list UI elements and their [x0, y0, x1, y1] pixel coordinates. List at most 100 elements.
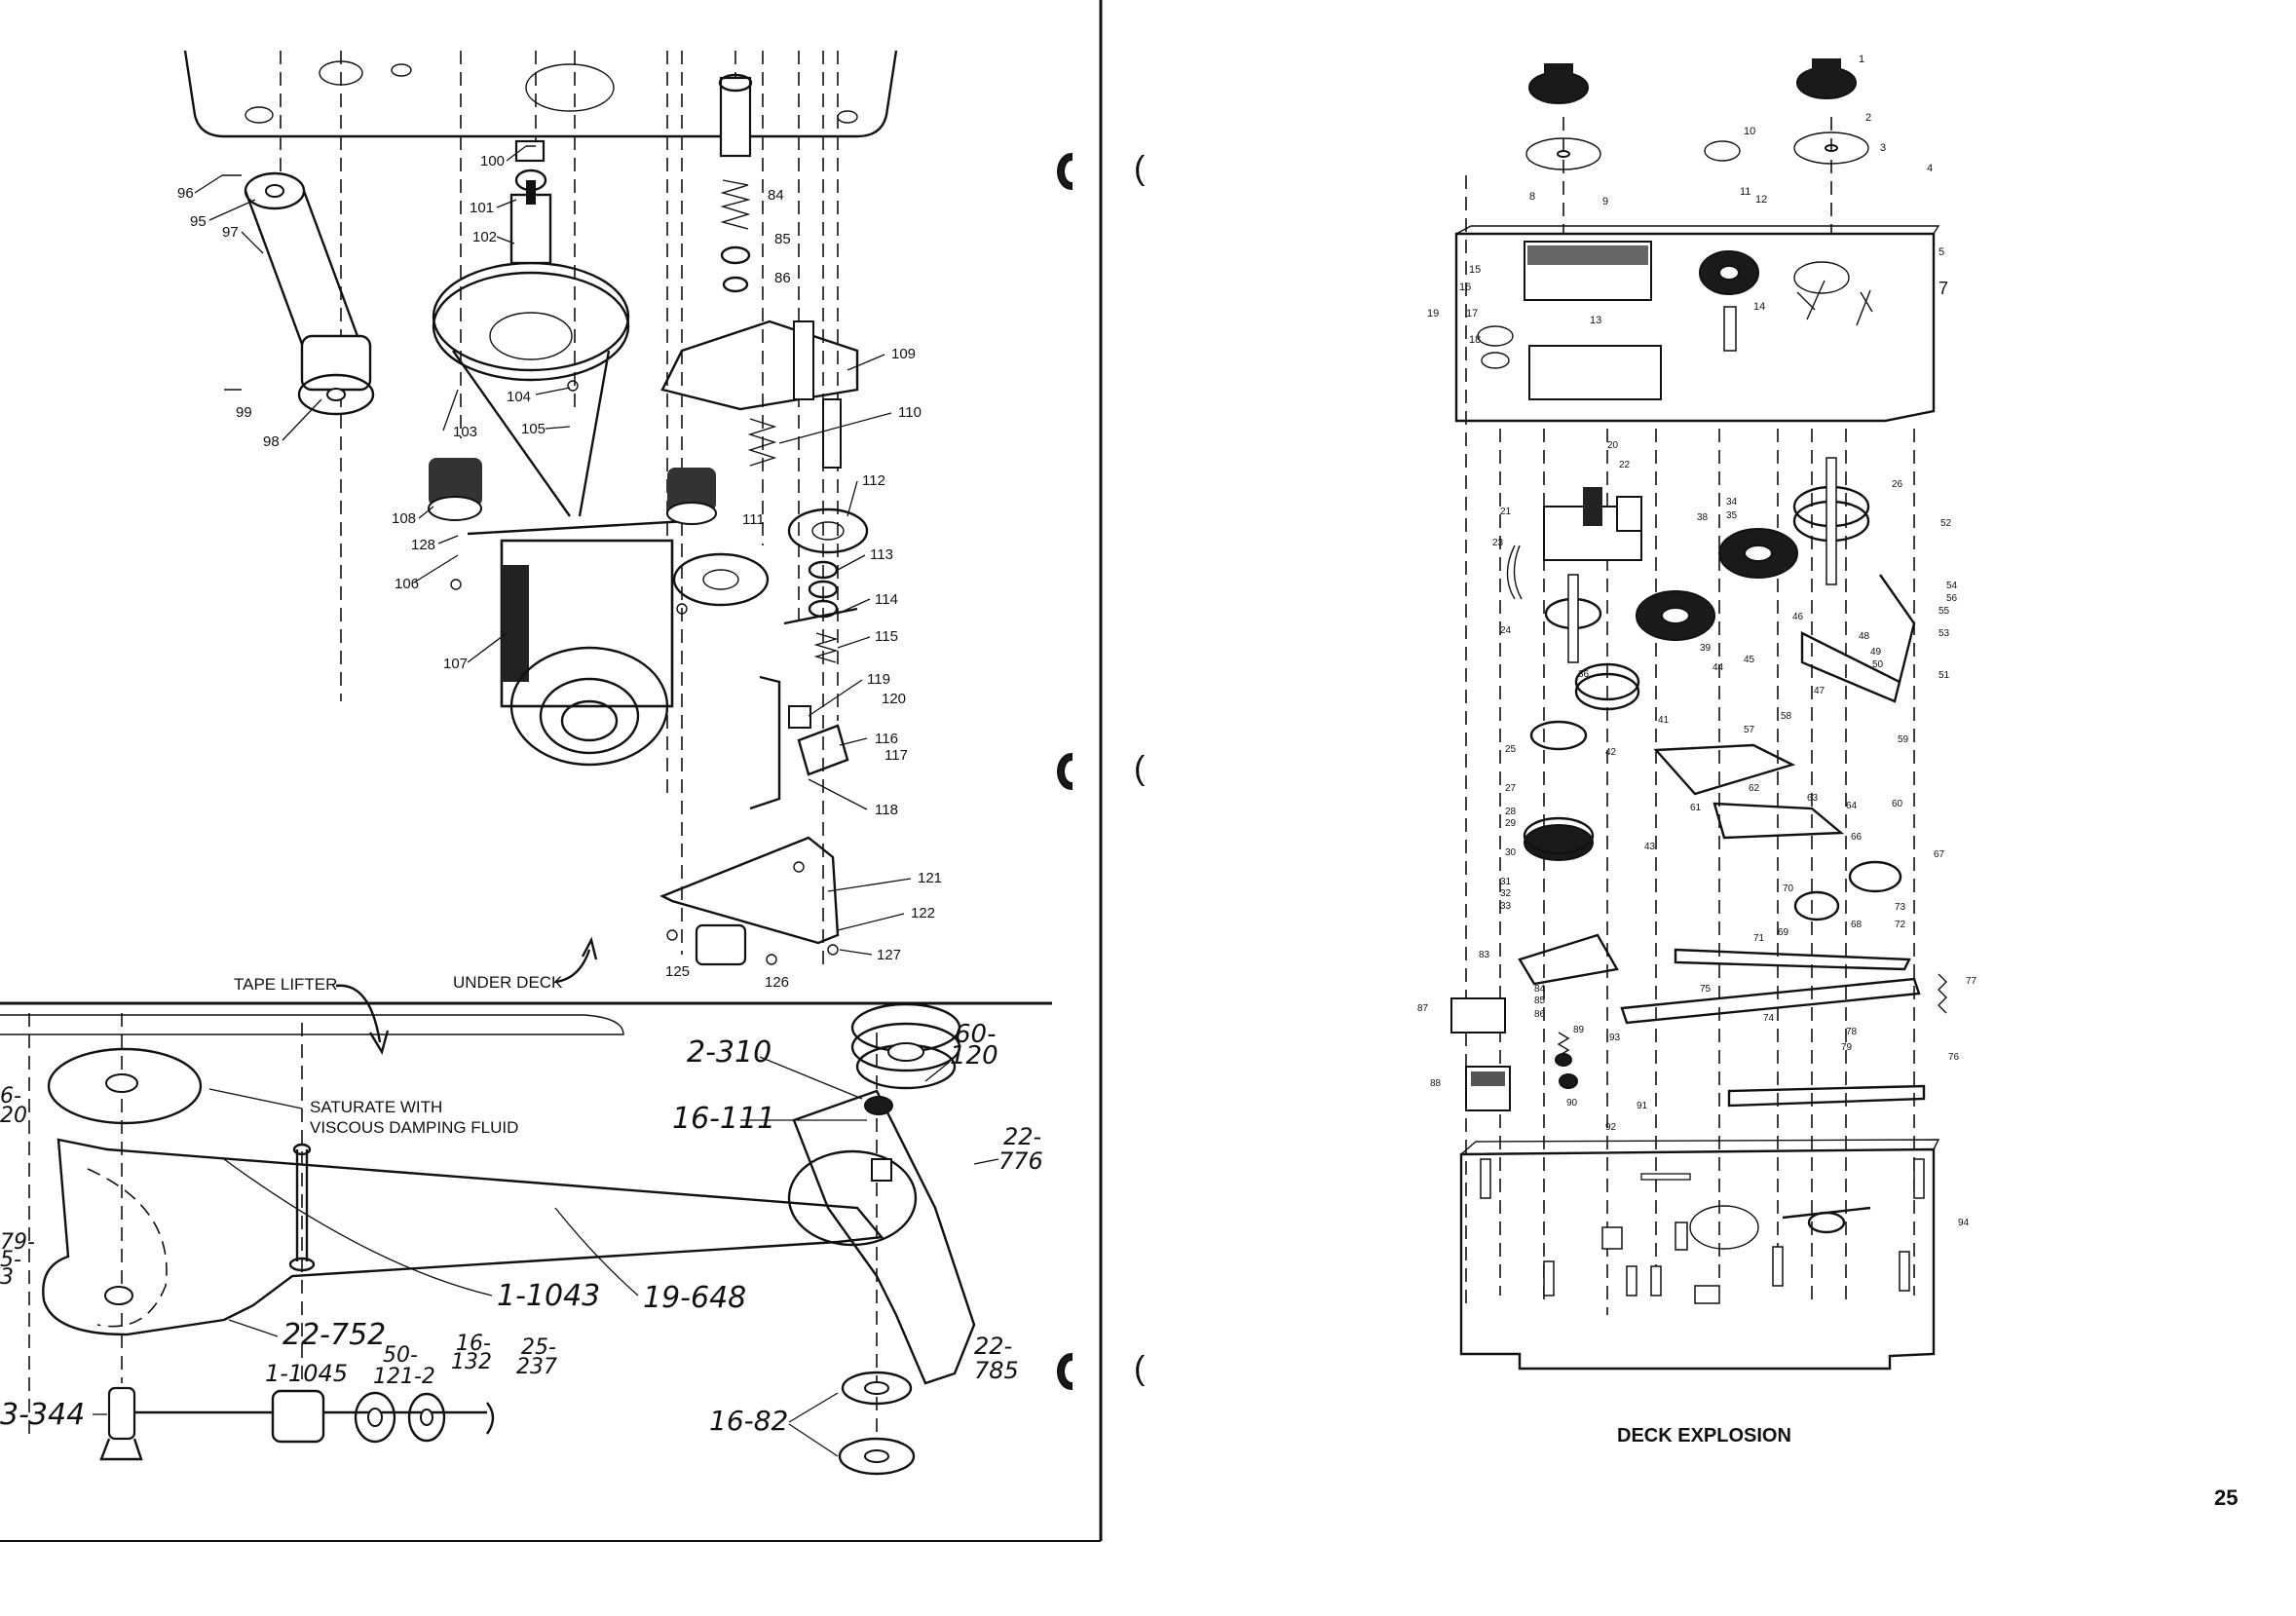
dx-77: 77: [1966, 976, 1977, 987]
dx-24: 24: [1500, 625, 1512, 636]
callout-86: 86: [774, 270, 791, 286]
dx-86: 86: [1534, 1009, 1546, 1020]
callout-101: 101: [470, 200, 494, 216]
callout-128: 128: [411, 537, 435, 553]
saturate-note-2: VISCOUS DAMPING FLUID: [310, 1118, 518, 1137]
dx-44: 44: [1713, 662, 1724, 673]
dx-19: 19: [1427, 308, 1439, 319]
dx-26: 26: [1892, 479, 1903, 490]
binder-holes-left: [1057, 152, 1073, 1391]
under-deck-label: UNDER DECK: [453, 973, 563, 992]
callout-119: 119: [867, 671, 890, 688]
dx-17: 17: [1466, 308, 1478, 319]
dx-53: 53: [1938, 628, 1950, 639]
dx-18: 18: [1469, 334, 1481, 346]
pn-1-1043: 1-1043: [497, 1279, 600, 1313]
damping-disc: [47, 1047, 203, 1125]
dx-51: 51: [1938, 670, 1950, 681]
callout-112: 112: [862, 472, 885, 489]
pn-60: 60-: [955, 1020, 996, 1049]
upper-assembly: 84 85 86 95 96 97 98 99 100 101 102 103 …: [177, 50, 942, 992]
dx-85: 85: [1534, 996, 1546, 1006]
callout-99: 99: [236, 404, 252, 421]
dx-39: 39: [1700, 643, 1712, 654]
callout-117: 117: [885, 747, 908, 764]
dx-58: 58: [1781, 711, 1792, 722]
dx-32: 32: [1500, 888, 1512, 899]
callout-85: 85: [774, 231, 791, 247]
deck-plate: [183, 50, 898, 138]
dx-34: 34: [1726, 497, 1738, 507]
callout-120: 120: [882, 691, 906, 707]
saturate-note-1: SATURATE WITH: [310, 1098, 442, 1116]
dx-89: 89: [1573, 1025, 1585, 1035]
pn-121-2: 121-2: [373, 1365, 435, 1389]
callout-109: 109: [891, 346, 916, 362]
dx-74: 74: [1763, 1013, 1775, 1024]
pn-22-b: 22-: [974, 1333, 1012, 1360]
pn-16-111: 16-111: [672, 1102, 775, 1136]
dx-71: 71: [1753, 933, 1765, 944]
callout-110: 110: [898, 404, 922, 421]
callout-98: 98: [263, 433, 280, 450]
dx-2: 2: [1865, 112, 1871, 124]
dx-31: 31: [1500, 877, 1512, 887]
binder-hole-1: (: [1134, 150, 1146, 187]
callout-97: 97: [222, 224, 239, 241]
dx-11: 11: [1740, 186, 1750, 198]
dx-93: 93: [1609, 1033, 1621, 1043]
page-number: 25: [2214, 1485, 2238, 1510]
dx-1: 1: [1859, 54, 1864, 65]
dx-67: 67: [1934, 849, 1945, 860]
callout-107: 107: [443, 656, 468, 672]
dx-79: 79: [1841, 1042, 1853, 1053]
pn-2-310: 2-310: [687, 1035, 772, 1070]
dx-20: 20: [1607, 440, 1619, 451]
dx-57: 57: [1744, 725, 1755, 735]
pn-50: 50-: [383, 1343, 418, 1368]
callout-111: 111: [742, 511, 765, 528]
callout-104: 104: [507, 389, 531, 405]
dx-45: 45: [1744, 655, 1755, 665]
dx-72: 72: [1895, 920, 1906, 930]
callout-103: 103: [453, 424, 477, 440]
callout-102: 102: [472, 229, 497, 245]
dx-46: 46: [1792, 612, 1804, 622]
dx-7: 7: [1938, 279, 1948, 298]
dx-33: 33: [1500, 901, 1512, 912]
dx-49: 49: [1870, 647, 1882, 658]
pn-6: 6-: [0, 1084, 21, 1109]
callout-105: 105: [521, 421, 546, 437]
dx-25: 25: [1505, 744, 1517, 755]
pn-22-a: 22-: [1003, 1123, 1041, 1150]
dx-61: 61: [1690, 803, 1702, 813]
dx-5: 5: [1938, 246, 1944, 258]
dx-27: 27: [1505, 783, 1517, 794]
callout-114: 114: [875, 591, 898, 608]
pn-5: 5-: [0, 1248, 21, 1272]
callout-122: 122: [911, 905, 935, 921]
dx-10: 10: [1744, 126, 1755, 137]
dx-76: 76: [1948, 1052, 1960, 1063]
tape-lifter-assembly: TAPE LIFTER: [0, 975, 1043, 1476]
pn-19-648: 19-648: [643, 1281, 746, 1315]
dx-90: 90: [1566, 1098, 1578, 1109]
dx-48: 48: [1859, 631, 1870, 642]
bracket: [660, 319, 859, 411]
dx-75: 75: [1700, 984, 1712, 995]
dx-28: 28: [1505, 807, 1517, 817]
dx-23: 23: [1492, 538, 1504, 548]
dx-3: 3: [1880, 142, 1886, 154]
callout-127: 127: [877, 947, 901, 963]
callout-96: 96: [177, 185, 194, 202]
pn-22-752: 22-752: [282, 1318, 386, 1352]
pn-120: 120: [950, 1041, 998, 1071]
dx-62: 62: [1749, 783, 1760, 794]
dx-83: 83: [1479, 950, 1490, 960]
tape-lifter-label: TAPE LIFTER: [234, 975, 337, 994]
dx-13: 13: [1590, 315, 1601, 326]
dx-68: 68: [1851, 920, 1863, 930]
dx-60: 60: [1892, 799, 1903, 809]
pn-132: 132: [451, 1350, 492, 1374]
dx-38: 38: [1697, 512, 1709, 523]
